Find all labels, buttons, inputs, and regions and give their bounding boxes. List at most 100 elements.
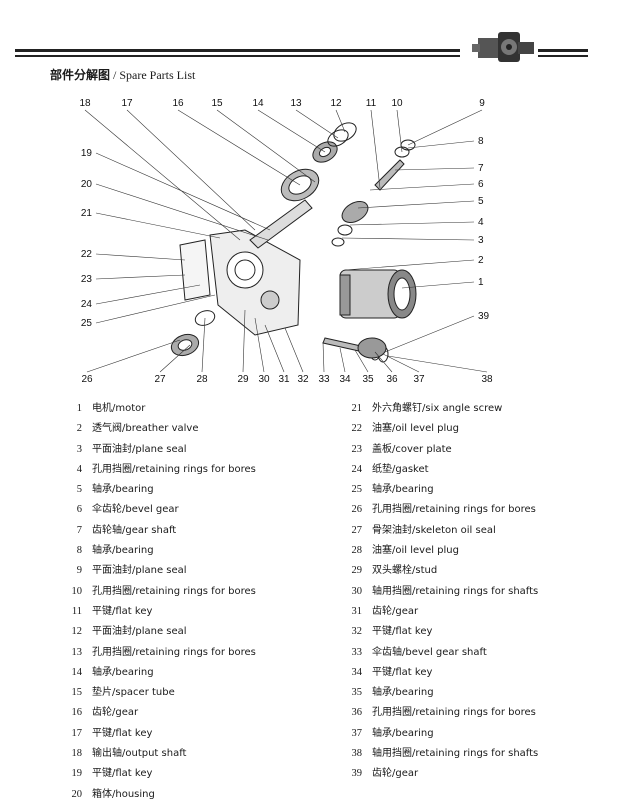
part-number: 8 — [76, 545, 82, 557]
part-name: 平面油封/plane seal — [92, 565, 187, 577]
part-number: 35 — [351, 687, 363, 699]
leader-lines — [84, 109, 488, 373]
part-name: 纸垫/gasket — [372, 463, 429, 475]
part-number: 23 — [351, 443, 363, 455]
leader-line — [407, 109, 483, 146]
callout-label: 37 — [413, 374, 425, 385]
part-number: 29 — [351, 565, 363, 577]
part-number: 36 — [351, 707, 363, 719]
part-number: 7 — [76, 524, 82, 536]
leader-line — [401, 281, 475, 289]
part-number: 39 — [351, 768, 363, 780]
part-name: 孔用挡圈/retaining rings for bores — [372, 707, 536, 719]
part-list-item: 18 输出轴/output shaft — [58, 743, 256, 763]
part-number: 19 — [71, 768, 83, 780]
leader-line — [295, 109, 339, 139]
callout-label: 2 — [478, 255, 484, 266]
leader-line — [242, 309, 246, 373]
part-number: 9 — [76, 565, 82, 577]
part-number: 5 — [76, 484, 82, 496]
leader-line — [201, 317, 206, 373]
callout-label: 39 — [478, 311, 490, 322]
gearmotor-logo-icon — [472, 32, 534, 62]
leader-line — [284, 327, 304, 373]
part-number: 6 — [76, 504, 82, 516]
callout-label: 25 — [81, 318, 93, 329]
callout-label: 4 — [478, 217, 484, 228]
leader-line — [382, 353, 420, 373]
part-name: 输出轴/output shaft — [92, 748, 187, 760]
callout-label: 15 — [211, 98, 223, 109]
part-name: 轴承/bearing — [372, 687, 434, 699]
leader-line — [335, 109, 346, 133]
leader-line — [407, 140, 475, 149]
part-name: 孔用挡圈/retaining rings for bores — [372, 504, 536, 516]
leader-line — [86, 339, 181, 373]
part-name: 齿轮/gear — [372, 768, 419, 780]
diagram-artwork — [170, 122, 417, 363]
header-rule — [15, 55, 460, 57]
part-list-item: 39 齿轮/gear — [338, 763, 538, 783]
header-rule — [538, 55, 588, 57]
part-list-item: 1 电机/motor — [58, 398, 256, 418]
part-name: 伞齿轴/bevel gear shaft — [372, 646, 487, 658]
part-name: 轴承/bearing — [92, 545, 154, 557]
callout-label: 6 — [478, 179, 484, 190]
part-name: 平键/flat key — [92, 768, 153, 780]
leader-line — [95, 284, 201, 305]
part-number: 14 — [71, 666, 83, 678]
leader-line — [95, 274, 186, 280]
leader-line — [357, 200, 475, 209]
header-rule — [15, 49, 460, 52]
page-title: 部件分解图 / Spare Parts List — [50, 66, 195, 83]
part-name: 齿轮/gear — [372, 605, 419, 617]
part-list-item: 36 孔用挡圈/retaining rings for bores — [338, 702, 538, 722]
part-number: 37 — [351, 727, 363, 739]
part-list-item: 37 轴承/bearing — [338, 723, 538, 743]
title-en: / Spare Parts List — [110, 68, 196, 82]
part-list-item: 19 平键/flat key — [58, 763, 256, 783]
part-number: 28 — [351, 545, 363, 557]
part-name: 外六角螺钉/six angle screw — [372, 403, 503, 414]
leader-line — [126, 109, 256, 231]
part-number: 38 — [351, 748, 363, 760]
part-name: 轴承/bearing — [372, 727, 434, 739]
part-list-item: 33 伞齿轴/bevel gear shaft — [338, 642, 538, 662]
part-number: 1 — [76, 403, 82, 414]
part-number: 33 — [351, 646, 363, 658]
callout-label: 35 — [362, 374, 374, 385]
part-number: 34 — [351, 666, 363, 678]
leader-line — [344, 259, 475, 271]
callout-label: 31 — [278, 374, 290, 385]
callout-label: 21 — [81, 208, 93, 219]
callout-label: 23 — [81, 274, 93, 285]
part-name: 轴用挡圈/retaining rings for shafts — [372, 748, 539, 760]
part-number: 18 — [71, 748, 83, 760]
part-number: 31 — [351, 605, 363, 617]
callout-label: 24 — [81, 299, 93, 310]
callout-label: 11 — [366, 98, 377, 109]
callout-label: 16 — [172, 98, 184, 109]
leader-line — [322, 341, 325, 373]
leader-line — [177, 109, 301, 186]
leader-line — [394, 167, 475, 171]
part-name: 电机/motor — [92, 403, 146, 414]
callout-label: 32 — [297, 374, 309, 385]
